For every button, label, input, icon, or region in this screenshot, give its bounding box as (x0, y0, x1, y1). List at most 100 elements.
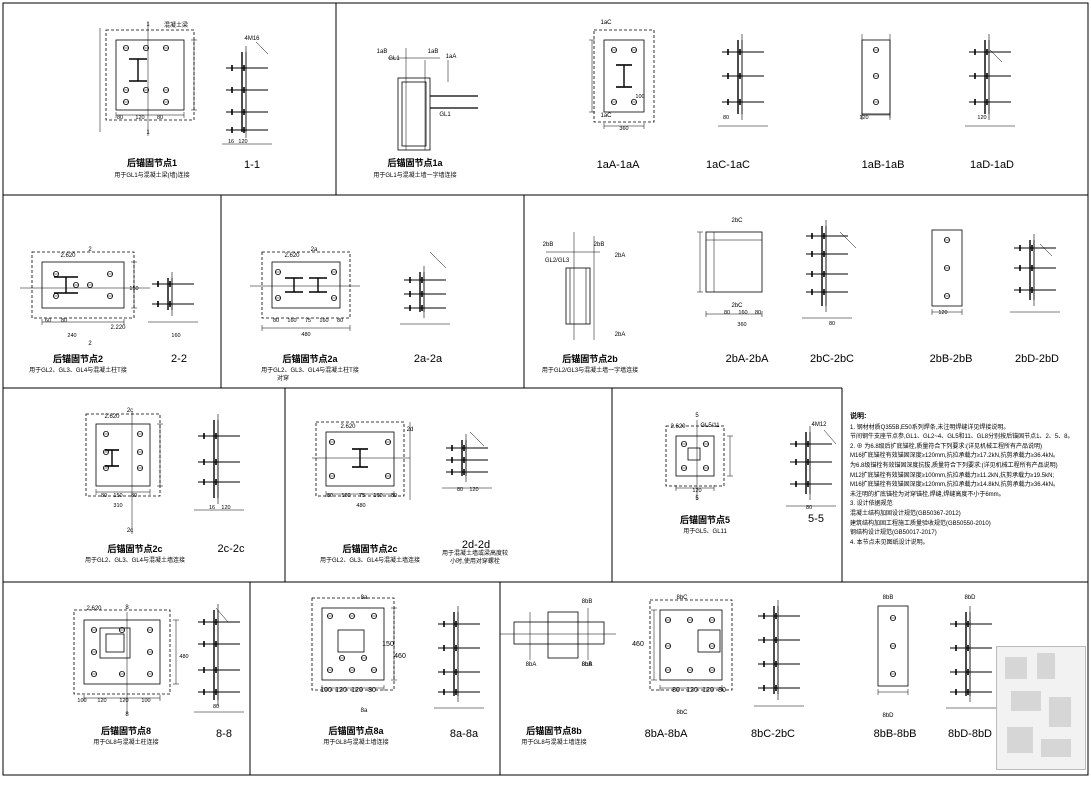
notes-line: 2. ⊕ 为6.8级后扩底锚栓,质量符合下列要求:(详见机械工程所有产品说明) (850, 443, 1043, 450)
concrete-outline (261, 251, 351, 319)
elev-d2a: 2.620 (284, 253, 300, 259)
notes-line: 建筑结构加固工程施工质量验收规范(GB50550-2010) (850, 520, 991, 527)
dim-d1-b: 120 (135, 115, 144, 121)
blur-tile (1011, 691, 1041, 711)
title-d2b: 后锚固节点2b (562, 353, 618, 364)
sub-d2c: 用于GL2、GL3、GL4与混凝土墙连接 (85, 556, 185, 564)
elev-d2c2: 2.620 (340, 424, 356, 430)
elev-d8: 2.620 (86, 606, 102, 612)
dim-text-layer: 80 120 80 16 120 360 120 80 120 100 240 … (45, 94, 987, 710)
notes-line: 未注明的扩底锚栓为对穿锚栓,焊缝,焊缝高度不小于6mm。 (850, 491, 1005, 498)
plate-d2 (41, 261, 125, 309)
dim-d2c-e: 16 (209, 505, 215, 511)
box-8a (337, 629, 365, 653)
dim-d8b-c: 120 (702, 687, 714, 694)
cut-2c-bot: 2c (127, 528, 133, 534)
cut-8bB-top: 8bB (582, 599, 593, 605)
cut-8-top: 8 (125, 605, 129, 611)
section-labels-layer: 1-1 1aA-1aA 1aC-1aC 1aB-1aB 1aD-1aD 2-2 … (171, 159, 1059, 740)
cut-2bC-bot: 2bC (731, 303, 743, 309)
dim-d2b-d: 360 (737, 322, 746, 328)
section-8bD: 8bD-8bD (948, 728, 992, 740)
dim-d8-f: 80 (213, 704, 219, 710)
notes-title: 说明: (850, 413, 867, 420)
title-d2a: 后锚固节点2a (282, 353, 338, 364)
dim-d2-c: 80 (61, 318, 67, 324)
dim-d2a-b: 160 (287, 318, 296, 324)
dim-d8a-b: 120 (335, 687, 347, 694)
section-8a: 8a-8a (450, 728, 479, 740)
plate-d1 (115, 39, 185, 111)
dim-d8a-c: 120 (351, 687, 363, 694)
plate-8bB (877, 605, 909, 687)
dim-d2c-b: 150 (113, 493, 122, 499)
dim-d8a-a: 100 (320, 687, 332, 694)
plate-d5 (675, 435, 715, 477)
cut-1-bot: 1 (146, 130, 150, 136)
dim-d8a-e: 150 (382, 641, 394, 648)
section-5-5: 5-5 (808, 513, 824, 525)
dim-d8a-d: 80 (368, 687, 376, 694)
sub-d2b: 用于GL2/GL3与混凝土墙一字墙连接 (542, 366, 638, 374)
dim-d2c-d: 310 (113, 503, 122, 509)
section-2a: 2a-2a (414, 353, 443, 365)
section-1aB: 1aB-1aB (862, 159, 905, 171)
plate-d2a (271, 261, 341, 309)
plate-1aB (861, 39, 891, 115)
section-1aD: 1aD-1aD (970, 159, 1014, 171)
leader-line (839, 231, 857, 249)
title-d8a: 后锚固节点8a (328, 725, 384, 736)
note-d2c2-1: 用于混凝土墙或梁高度较 (442, 549, 508, 557)
sub-d8: 用于GL8与混凝土柱连接 (93, 738, 158, 746)
blur-tile (1037, 653, 1055, 679)
leader-line (429, 251, 447, 269)
dim-d8b-e: 460 (632, 641, 644, 648)
section-2-2: 2-2 (171, 353, 187, 365)
plates-layer (20, 22, 963, 714)
notes-line: 为6.8级锚栓有效锚固深度抗拔,质量符合下列要求:(详见机械工程所有产品说明) (850, 462, 1058, 469)
sub-d2c2: 用于GL2、GL3、GL4与混凝土墙连接 (320, 556, 420, 564)
notes-line: 混凝土结构加固设计规范(GB50367-2012) (850, 510, 961, 517)
watermark-blur (996, 646, 1086, 770)
dim-text-8a: 100 120 120 80 150 460 80 120 120 80 460 (320, 641, 726, 694)
lbl-gl23: GL2/GL3 (545, 258, 570, 264)
concrete-outline (315, 421, 405, 497)
dim-d8-a: 100 (77, 698, 86, 704)
cut-8bD-top: 8bD (964, 595, 976, 601)
box-8 (99, 627, 131, 659)
cut-8bA-l: 8bA (526, 662, 537, 668)
plate-2bB (931, 229, 963, 307)
cut-8bB2-top: 8bB (883, 595, 894, 601)
dim-d2a-a: 80 (273, 318, 279, 324)
title-d2c: 后锚固节点2c (107, 543, 162, 554)
leader-line (255, 41, 269, 55)
extra-geometry-layer (215, 41, 1053, 660)
sub-d2a: 用于GL2、GL3、GL4与混凝土柱T接 (261, 366, 359, 374)
dim-d2c2-d: 160 (373, 493, 382, 499)
dim-d2c-a: 80 (101, 493, 107, 499)
note-d2c2-2: 小时,使用对穿螺栓 (450, 557, 500, 565)
cut-8a-bot: 8a (361, 708, 368, 714)
cut-2bC-top: 2bC (731, 218, 743, 224)
dim-d2-d: 160 (171, 333, 180, 339)
column-2b (565, 267, 591, 325)
lbl-gl1-a: GL1 (388, 56, 400, 62)
leader-line (469, 431, 485, 447)
column-inner (401, 81, 427, 147)
concrete-outline (85, 413, 161, 497)
cut-2-top: 2 (88, 247, 92, 253)
concrete-outline (649, 599, 733, 691)
cut-2a-top: 2a (311, 247, 318, 253)
dim-d2b-f: 80 (829, 321, 835, 327)
dim-d2-a: 240 (67, 333, 76, 339)
dim-d2c2-b: 160 (341, 493, 350, 499)
section-8bB: 8bB-8bB (874, 728, 917, 740)
dim-d1-e: 120 (238, 139, 247, 145)
leader-line (215, 607, 229, 623)
title-d8b: 后锚固节点8b (526, 725, 582, 736)
cut-1-top: 1 (146, 22, 150, 28)
bolt-label-5: 4M12 (811, 422, 827, 428)
elev-d2: 2.620 (60, 253, 76, 259)
